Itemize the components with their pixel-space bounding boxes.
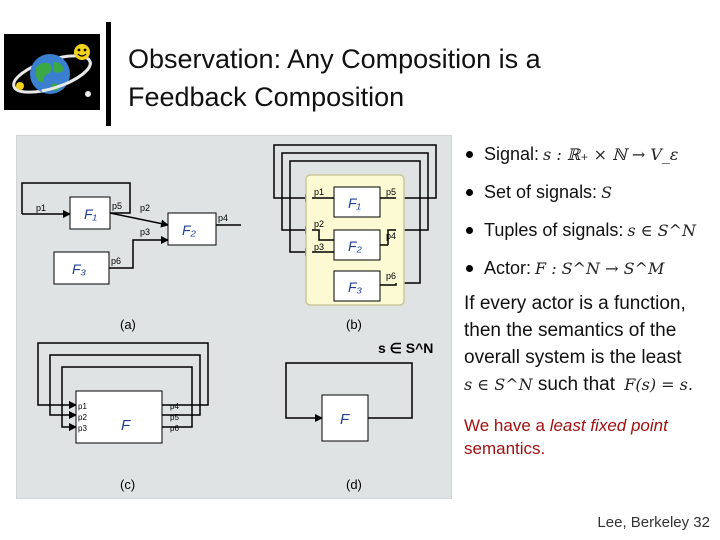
slide-title: Observation: Any Composition is a Feedba… xyxy=(128,40,688,116)
actor-box-a-f2 xyxy=(167,212,217,246)
actor-label-a-f1: F₁ xyxy=(84,206,98,222)
bullet-label: Signal: xyxy=(484,144,540,164)
port-c-p6: p6 xyxy=(170,424,179,433)
actor-label-a-f2: F₂ xyxy=(182,222,197,238)
actor-box-c-f xyxy=(75,390,163,444)
port-b-p4: p4 xyxy=(386,231,396,241)
wire-b-outer xyxy=(273,144,437,202)
para-line-2: then the semantics of the xyxy=(464,320,677,341)
para-line-4: s ∈ S^N such that F(s) = s. xyxy=(464,371,716,398)
semantics-paragraph: If every actor is a function, then the s… xyxy=(464,290,716,398)
port-c-p4: p4 xyxy=(170,402,179,411)
note-emphasis: least fixed point xyxy=(549,416,668,435)
para-math-s: s ∈ S^N xyxy=(464,375,533,394)
panel-c: F p1 p2 p3 p4 p5 p6 (c) xyxy=(37,342,209,492)
actor-box-a-f1 xyxy=(69,196,111,230)
port-a-p6: p6 xyxy=(111,256,121,266)
bullet-label: Actor: xyxy=(484,258,532,278)
bullet-math: F : S^N → S^M xyxy=(535,259,665,278)
actor-box-b-f2 xyxy=(333,229,381,261)
title-line-2: Feedback Composition xyxy=(128,82,405,112)
wire-b-middle xyxy=(281,152,429,234)
port-a-p2: p2 xyxy=(140,203,150,213)
bullet-math: s ∈ S^N xyxy=(627,221,696,240)
wire-b-p2-in xyxy=(312,229,334,241)
caption-b: (b) xyxy=(346,317,362,332)
actor-box-a-f3 xyxy=(53,251,110,285)
port-c-p1: p1 xyxy=(78,402,87,411)
wire-d-feedback xyxy=(285,362,413,422)
port-a-p3: p3 xyxy=(140,227,150,237)
actor-label-d-f: F xyxy=(340,411,350,428)
port-b-p1: p1 xyxy=(314,187,324,197)
port-c-p3: p3 xyxy=(78,424,87,433)
bullet-set-of-signals: Set of signals:S xyxy=(464,178,720,216)
panel-d: F (d) xyxy=(285,362,413,492)
port-b-p6: p6 xyxy=(386,271,396,281)
wire-a-p2 xyxy=(109,212,169,228)
port-b-p2: p2 xyxy=(314,219,324,229)
bullet-actor: Actor:F : S^N → S^M xyxy=(464,254,720,292)
port-b-p3: p3 xyxy=(314,242,324,252)
wire-b-p4-link xyxy=(387,229,396,245)
port-c-p2: p2 xyxy=(78,413,87,422)
para-line-1: If every actor is a function, xyxy=(464,293,686,314)
para-line-3: overall system is the least xyxy=(464,347,682,368)
definition-bullets: Signal:s : ℝ₊ × ℕ → V_ε Set of signals:S… xyxy=(464,140,720,292)
composition-figure: F₁ F₂ F₃ p1 p5 p2 p3 p4 p6 (a) F₁ F₂ F₃ xyxy=(15,134,453,500)
actor-label-a-f3: F₃ xyxy=(72,261,87,277)
bullet-dot-icon xyxy=(466,189,473,196)
caption-c: (c) xyxy=(120,477,135,492)
bullet-dot-icon xyxy=(466,227,473,234)
slide-footer: Lee, Berkeley 32 xyxy=(597,514,710,531)
wire-a-p3 xyxy=(109,236,169,269)
port-a-p4: p4 xyxy=(218,213,228,223)
bullet-dot-icon xyxy=(466,265,473,272)
port-a-p5: p5 xyxy=(112,201,122,211)
note-line-2: semantics. xyxy=(464,439,546,458)
caption-a: (a) xyxy=(120,317,136,332)
title-divider-bar xyxy=(106,22,111,126)
wire-b-p6-out xyxy=(380,283,397,286)
title-line-1: Observation: Any Composition is a xyxy=(128,44,541,74)
note-line-1: We have a least fixed point xyxy=(464,414,716,437)
bullet-signal: Signal:s : ℝ₊ × ℕ → V_ε xyxy=(464,140,720,178)
port-c-p5: p5 xyxy=(170,413,179,422)
port-a-p1: p1 xyxy=(36,203,46,213)
bullet-label: Set of signals: xyxy=(484,182,598,202)
port-b-p5: p5 xyxy=(386,187,396,197)
para-math-fixed-point: F(s) = s. xyxy=(624,375,693,394)
actor-label-b-f3: F₃ xyxy=(348,279,363,295)
bullet-tuples-of-signals: Tuples of signals:s ∈ S^N xyxy=(464,216,720,254)
note-text: We have a xyxy=(464,416,550,435)
panel-a: F₁ F₂ F₃ p1 p5 p2 p3 p4 p6 (a) xyxy=(21,182,241,332)
wire-a-outer-loop xyxy=(21,182,131,214)
actor-box-b-f3 xyxy=(333,270,381,302)
bullet-math: s : ℝ₊ × ℕ → V_ε xyxy=(543,145,679,164)
actor-box-b-f1 xyxy=(333,186,381,218)
wire-c-middle xyxy=(49,354,201,419)
actor-box-d-f xyxy=(321,394,369,442)
actor-label-b-f1: F₁ xyxy=(348,195,362,211)
actor-label-b-f2: F₂ xyxy=(348,238,363,254)
caption-d: (d) xyxy=(346,477,362,492)
least-fixed-point-note: We have a least fixed point semantics. xyxy=(464,414,716,460)
wire-b-inner xyxy=(289,160,421,284)
wire-c-inner xyxy=(61,366,193,431)
para-such-that: such that xyxy=(537,374,615,395)
bullet-label: Tuples of signals: xyxy=(484,220,624,240)
bullet-dot-icon xyxy=(466,151,473,158)
panel-b: F₁ F₂ F₃ p1 p2 p3 p5 p4 p6 (b) s ∈ S^N xyxy=(273,144,437,356)
globe-orbit-logo-icon xyxy=(4,34,100,110)
tuple-label: s ∈ S^N xyxy=(378,340,433,356)
bullet-math: S xyxy=(601,183,613,202)
actor-label-c-f: F xyxy=(121,417,131,434)
